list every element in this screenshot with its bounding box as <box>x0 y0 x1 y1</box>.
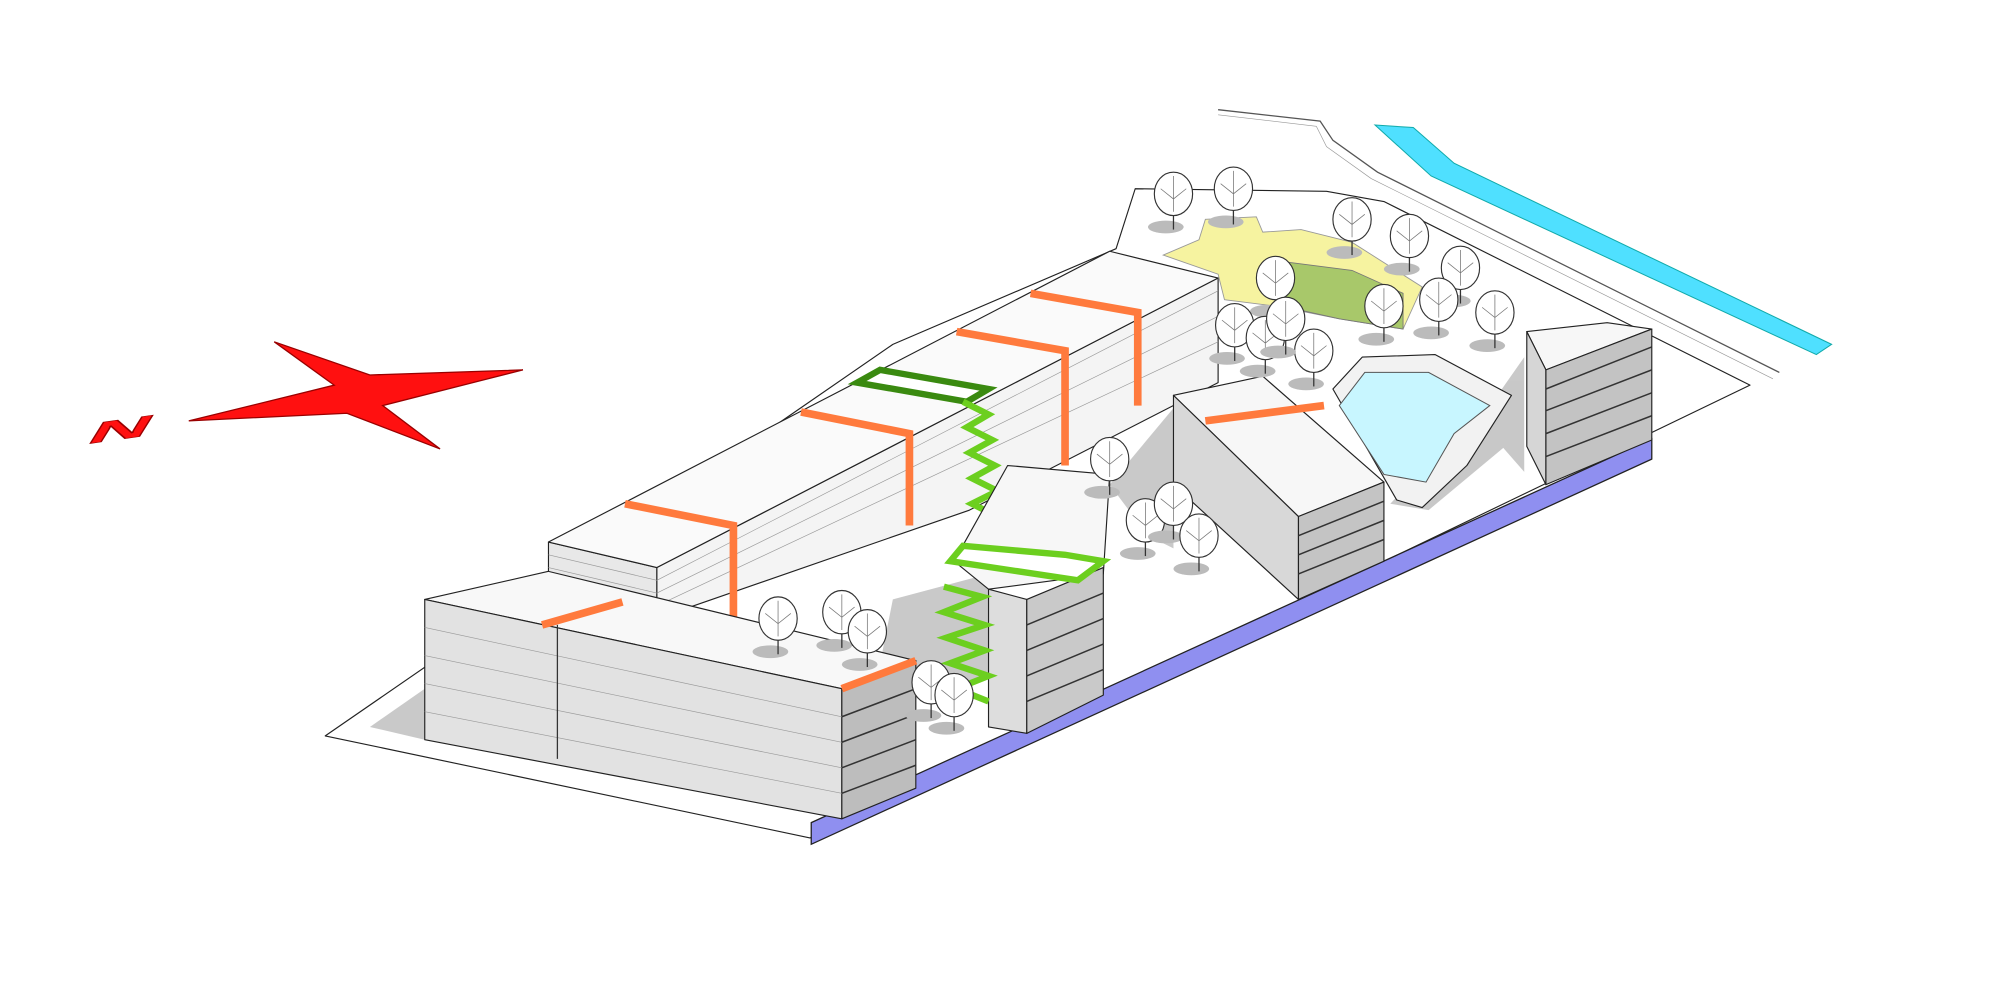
tree-icon <box>1383 213 1430 276</box>
pool <box>1338 371 1491 483</box>
building-front-block <box>424 570 918 820</box>
pool-court <box>1332 353 1513 509</box>
tree-icon <box>1209 302 1255 365</box>
north-compass: N <box>80 341 524 451</box>
road-edge <box>1218 109 1780 373</box>
stair-core-north <box>847 366 1005 520</box>
tree-icon <box>752 596 798 659</box>
tree-icon <box>1358 283 1404 346</box>
building-tower <box>1526 322 1653 486</box>
building-middle <box>934 464 1112 734</box>
tree-icon <box>1288 328 1334 391</box>
tree-icon <box>841 609 888 671</box>
tree-icon <box>1147 171 1194 234</box>
north-label: N <box>81 408 163 451</box>
compass-star-icon <box>188 341 524 450</box>
trees <box>752 166 1515 735</box>
tree-icon <box>1413 277 1459 340</box>
tree-icon <box>1326 197 1372 259</box>
tree-icon <box>1084 436 1130 499</box>
river <box>1373 124 1833 356</box>
tree-icon <box>1207 166 1254 229</box>
building-east <box>1172 375 1385 601</box>
tree-icon <box>1469 290 1515 353</box>
building-long-slab <box>547 250 1219 620</box>
road-edge-inner <box>1218 114 1774 380</box>
tree-icon <box>1173 513 1219 576</box>
tree-icon <box>1260 296 1306 359</box>
tree-icon <box>928 672 974 735</box>
tree-icon <box>1147 481 1194 544</box>
